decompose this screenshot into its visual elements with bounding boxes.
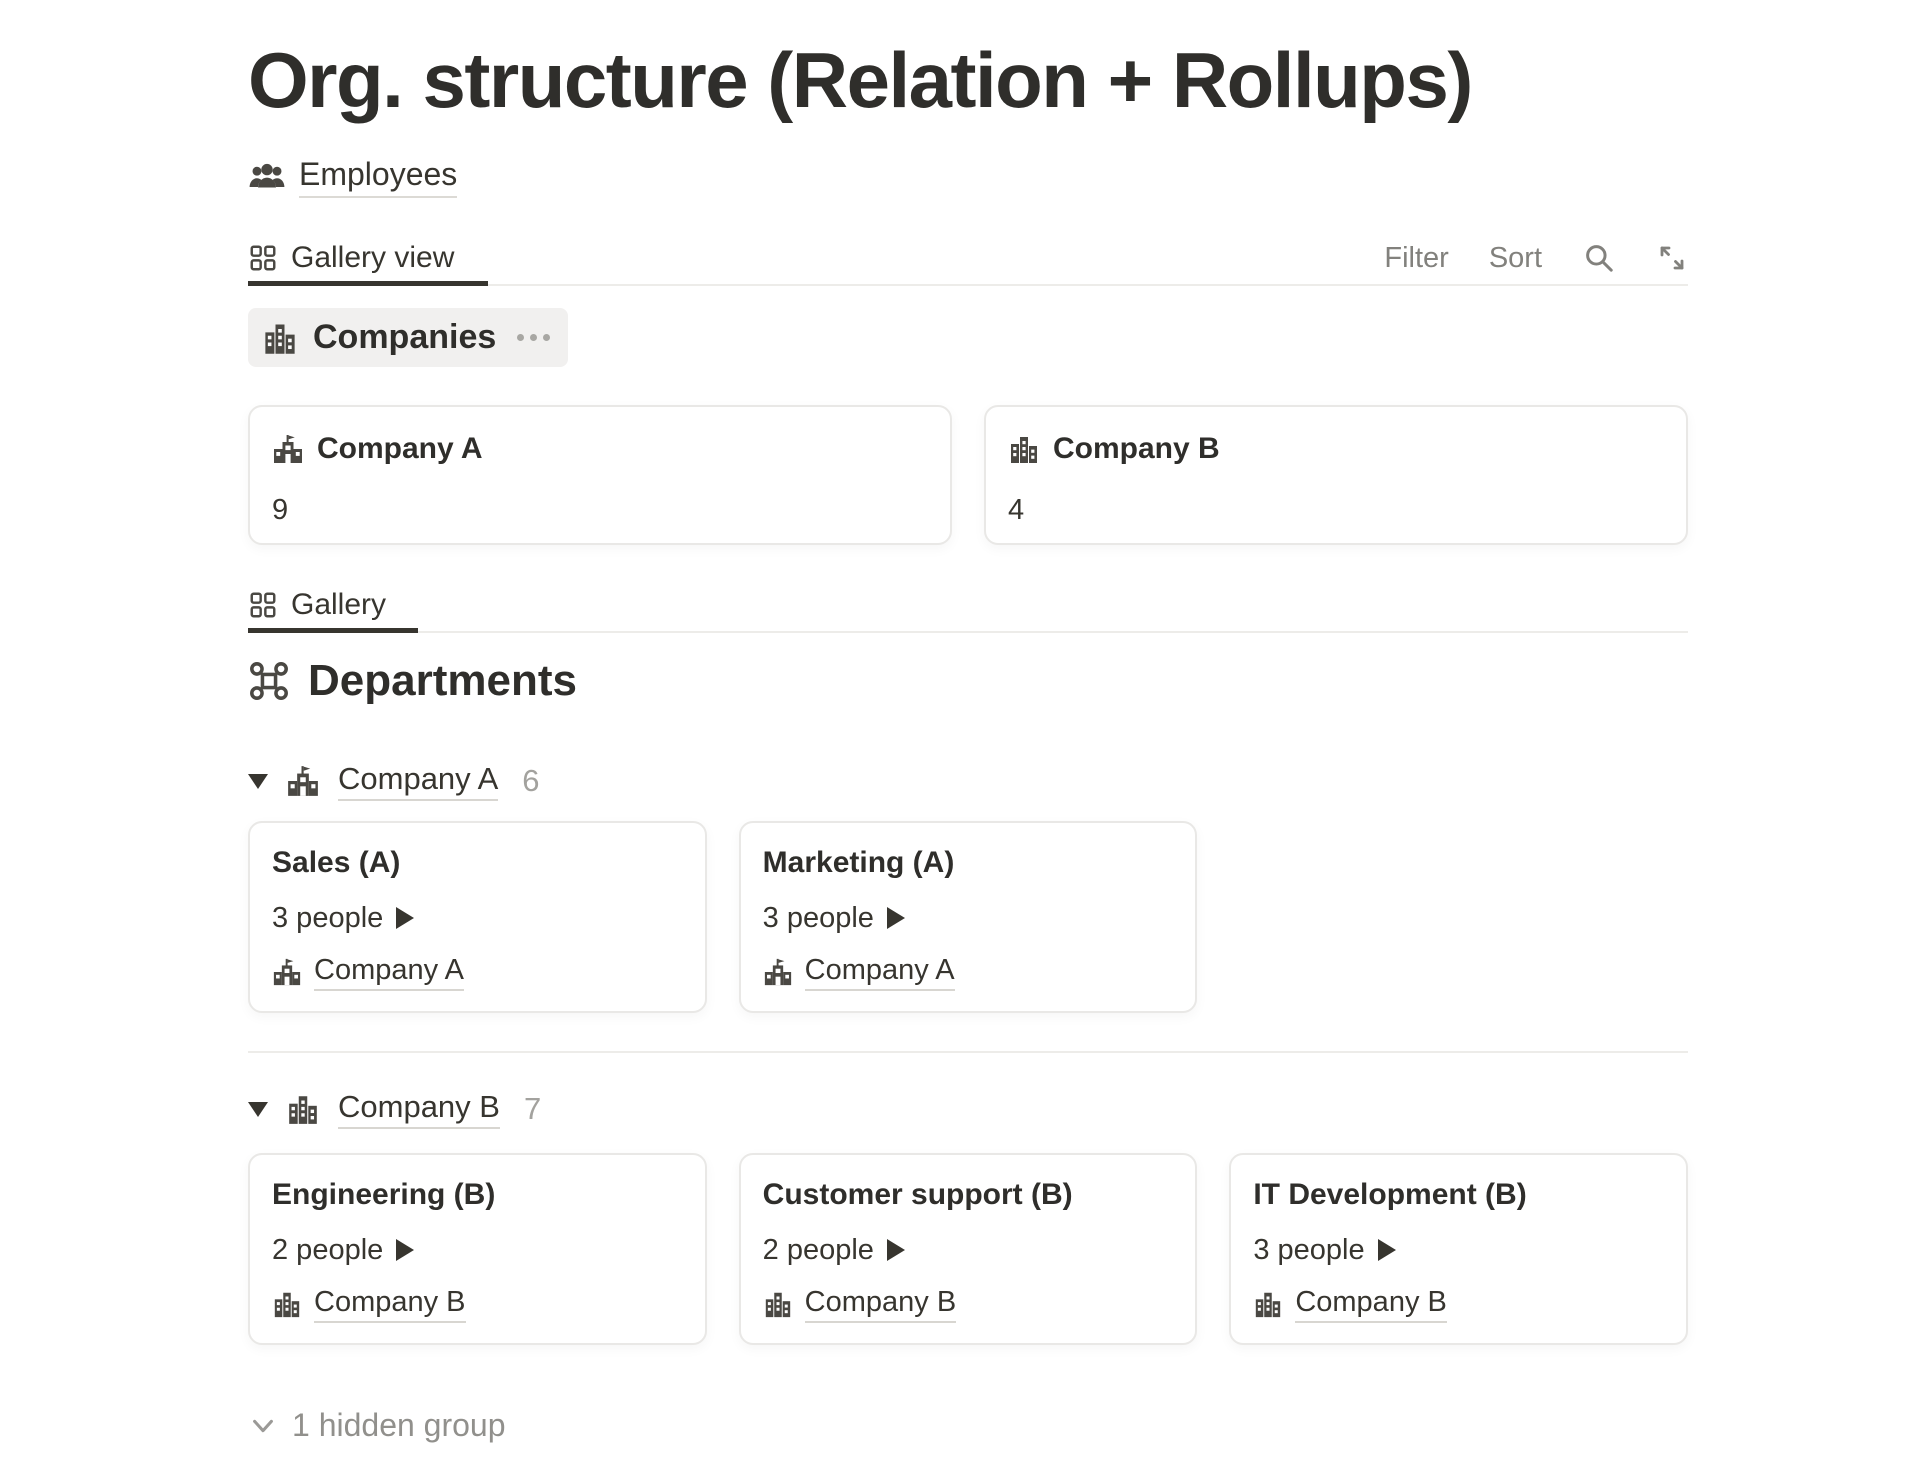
rollup-value: 9 — [272, 494, 289, 527]
company-relation-link[interactable]: Company A — [804, 953, 955, 992]
group-link-company-a[interactable]: Company A — [338, 761, 499, 802]
group-header-company-a: Company A 6 — [248, 759, 1688, 803]
people-count: 2 people — [762, 1234, 874, 1267]
card-title: Engineering (B) — [272, 1178, 496, 1212]
card-title: Marketing (A) — [762, 846, 955, 880]
play-arrow-icon — [886, 907, 905, 930]
group-link-company-b[interactable]: Company B — [338, 1089, 500, 1130]
search-icon[interactable] — [1582, 241, 1616, 275]
card-title: Company A — [317, 432, 483, 466]
office-building-icon — [272, 1289, 302, 1319]
office-building-icon — [1008, 433, 1040, 465]
company-relation-link[interactable]: Company B — [1295, 1285, 1447, 1324]
companies-card-grid: Company A 9 Company B 4 — [248, 405, 1688, 546]
command-icon — [248, 660, 290, 702]
group-count: 7 — [523, 1091, 542, 1127]
school-building-icon — [763, 957, 793, 987]
departments-toolbar: Gallery — [248, 579, 1688, 634]
dept-card-marketing[interactable]: Marketing (A) 3 people Company A — [738, 821, 1198, 1014]
departments-section-header: Departments — [248, 655, 1688, 707]
play-arrow-icon — [886, 1239, 905, 1262]
card-title: Company B — [1053, 432, 1220, 466]
gallery-grid-icon — [248, 243, 278, 273]
gallery-grid-icon — [248, 590, 278, 620]
dept-card-it-development[interactable]: IT Development (B) 3 people Company B — [1229, 1153, 1688, 1346]
school-building-icon — [272, 433, 304, 465]
rollup-value: 4 — [1008, 494, 1025, 527]
active-tab-underline — [248, 281, 488, 287]
school-building-icon — [286, 764, 320, 798]
hidden-group-toggle[interactable]: 1 hidden group — [248, 1407, 1688, 1444]
active-tab-underline — [248, 628, 418, 634]
play-arrow-icon — [1377, 1239, 1396, 1262]
play-arrow-icon — [396, 907, 415, 930]
people-icon — [248, 160, 286, 194]
dept-card-customer-support[interactable]: Customer support (B) 2 people Company B — [738, 1153, 1198, 1346]
triangle-down-icon[interactable] — [248, 773, 268, 789]
tab-gallery-label: Gallery — [291, 588, 387, 622]
card-title: IT Development (B) — [1253, 1178, 1527, 1212]
expand-diagonal-icon[interactable] — [1656, 242, 1688, 274]
chevron-down-icon — [248, 1411, 278, 1441]
companies-db-header[interactable]: Companies — [248, 308, 569, 368]
view-toolbar: Gallery view Filter Sort — [248, 232, 1688, 287]
office-building-icon — [262, 320, 298, 356]
tab-gallery[interactable]: Gallery — [248, 579, 386, 631]
people-count: 3 people — [272, 902, 384, 935]
sort-button[interactable]: Sort — [1488, 241, 1542, 274]
company-relation-link[interactable]: Company B — [314, 1285, 466, 1324]
office-building-icon — [286, 1092, 320, 1126]
tab-gallery-view-label: Gallery view — [291, 241, 455, 275]
people-count: 2 people — [272, 1234, 384, 1267]
play-arrow-icon — [396, 1239, 415, 1262]
company-card-b[interactable]: Company B 4 — [984, 405, 1688, 546]
group-header-company-b: Company B 7 — [248, 1087, 1688, 1131]
school-building-icon — [272, 957, 302, 987]
view-actions: Filter Sort — [1384, 241, 1688, 275]
employees-db-link[interactable]: Employees — [248, 156, 458, 199]
people-count: 3 people — [1253, 1234, 1365, 1267]
group-divider — [248, 1051, 1688, 1054]
company-relation-link[interactable]: Company B — [804, 1285, 957, 1324]
group-count: 6 — [522, 763, 540, 799]
triangle-down-icon[interactable] — [248, 1101, 268, 1117]
departments-card-grid-a: Sales (A) 3 people Company A Marketing (… — [248, 821, 1688, 1014]
office-building-icon — [763, 1289, 793, 1319]
company-card-a[interactable]: Company A 9 — [248, 405, 952, 546]
hidden-group-label: 1 hidden group — [292, 1407, 506, 1444]
dept-card-engineering[interactable]: Engineering (B) 2 people Company B — [248, 1153, 707, 1346]
card-title: Sales (A) — [272, 846, 401, 880]
filter-button[interactable]: Filter — [1384, 241, 1449, 274]
card-title: Customer support (B) — [762, 1178, 1073, 1212]
more-options-button[interactable] — [517, 334, 551, 342]
tab-gallery-view[interactable]: Gallery view — [248, 232, 454, 284]
company-relation-link[interactable]: Company A — [314, 953, 464, 992]
office-building-icon — [1253, 1289, 1283, 1319]
employees-db-link-label: Employees — [299, 156, 458, 199]
departments-title: Departments — [308, 656, 577, 706]
page-title: Org. structure (Relation + Rollups) — [248, 36, 1473, 124]
notion-page-content: Org. structure (Relation + Rollups) Empl… — [248, 38, 1688, 1444]
dept-card-sales[interactable]: Sales (A) 3 people Company A — [248, 821, 707, 1014]
people-count: 3 people — [762, 902, 874, 935]
departments-card-grid-b: Engineering (B) 2 people Company B Custo… — [248, 1153, 1688, 1346]
companies-db-title: Companies — [313, 318, 497, 357]
